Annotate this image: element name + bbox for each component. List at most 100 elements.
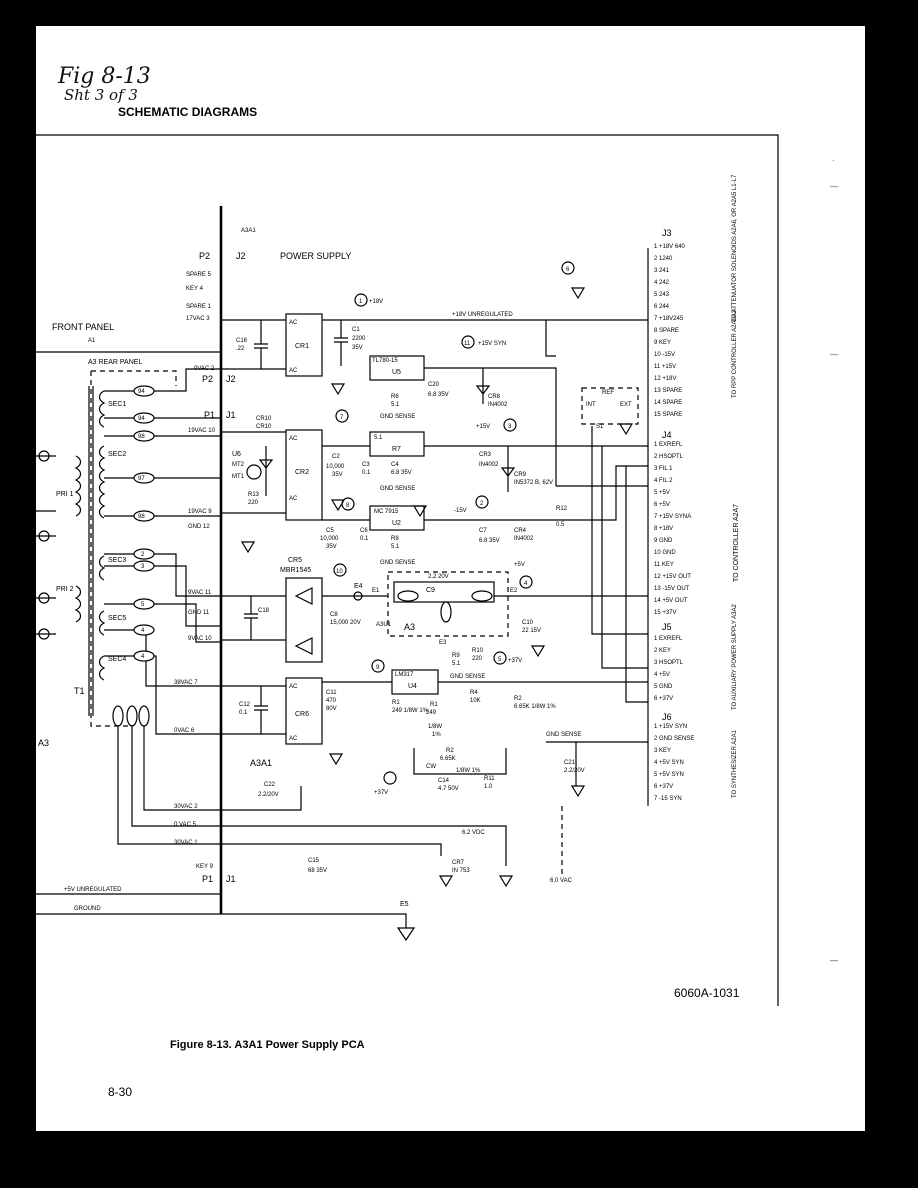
r12-ref: R12 <box>556 506 568 512</box>
cr5-ref: CR5 <box>288 557 302 564</box>
c1-value-b: 35V <box>352 345 363 351</box>
page-number: 8-30 <box>108 1085 133 1099</box>
cr3-value: IN5372 B, 62V <box>514 480 553 486</box>
e4-label: E4 <box>354 583 363 590</box>
ground-symbol <box>498 875 514 888</box>
mt1-label: MT1 <box>232 474 245 480</box>
j4-pin: 4 FIL 2 <box>654 478 673 484</box>
tp0 <box>383 771 397 785</box>
transformer-t1: SEC1 SEC2 SEC3 SEC5 SEC4 PRI 1 PRI 2 T1 <box>36 386 126 716</box>
pri1-label: PRI 1 <box>56 491 74 498</box>
j3-dest: TO ATTENUATOR SOLENOIDS A2A6, OR A2A5 L1… <box>732 174 738 322</box>
r3-value: 4.7 50V <box>438 786 459 792</box>
ground-symbols <box>240 287 634 888</box>
c1-cap <box>334 320 348 366</box>
j6-gnd-sense-label: GND SENSE <box>546 732 581 738</box>
u5-output-wire <box>424 320 557 486</box>
transformer-core <box>88 386 94 716</box>
figure-caption: Figure 8-13. A3A1 Power Supply PCA <box>170 1039 365 1051</box>
j4-pin: 1 EXREFL <box>654 442 683 448</box>
u5-gnd-sense: GND SENSE <box>380 414 415 420</box>
j6-pin: 2 GND SENSE <box>654 736 694 742</box>
u5-ref: U5 <box>392 369 401 376</box>
c3-ref: C3 <box>362 462 370 468</box>
c14-ref: R11 <box>484 776 495 782</box>
c15-value: IN 753 <box>452 868 470 874</box>
c12-value: 249 1/8W 1% <box>392 708 429 714</box>
schematic-diagram: A3A1 P2 J2 POWER SUPPLY SPARE 5 KEY 4 SP… <box>36 134 779 1006</box>
wire-number <box>133 412 155 424</box>
j3-pin: 11 +15V <box>654 364 676 370</box>
wire-number-text: 98 <box>138 514 145 520</box>
wire <box>117 706 221 845</box>
j2-label: J2 <box>236 251 246 261</box>
u2-regulator <box>369 505 425 531</box>
ground-symbol <box>330 383 346 396</box>
ac-pin: AC <box>289 368 298 374</box>
c6-value: 0.1 <box>360 536 369 542</box>
rear-panel-boundary <box>90 370 177 727</box>
cr2-bridge: AC AC CR2 <box>285 429 323 521</box>
a3-label: A3 <box>38 738 49 748</box>
r6-ref: R6 <box>391 394 399 400</box>
schematic-page: Fig 8-13 Sht 3 of 3 SCHEMATIC DIAGRAMS A… <box>36 26 865 1131</box>
c9-ref: A3U1 <box>376 622 392 628</box>
c2-ref: C2 <box>332 454 340 460</box>
c10-value: 22 15V <box>522 628 541 634</box>
j5-pin: 1 EXREFL <box>654 636 683 642</box>
c21-ref: C22 <box>264 782 276 788</box>
c15-ref: CR7 <box>452 860 465 866</box>
ac-pin: AC <box>289 684 298 690</box>
j5-dest: TO AUXILIARY POWER SUPPLY A3A2 <box>732 604 738 710</box>
wire-number-text: 94 <box>138 416 145 422</box>
c7-ref: C7 <box>479 528 487 534</box>
tp2 <box>475 495 489 509</box>
j4-pin: 9 GND <box>654 538 673 544</box>
u4-ref: U4 <box>408 683 417 690</box>
r8-value: 5.1 <box>391 544 400 550</box>
tp5-num: 5 <box>498 657 502 663</box>
p1-label: P1 <box>204 410 215 420</box>
wire-number <box>133 548 155 560</box>
ground-rail <box>36 913 407 928</box>
tp2-num: 2 <box>480 501 484 507</box>
r9-value: 5.1 <box>452 661 461 667</box>
vac6-label: 6.0 VAC <box>550 878 573 884</box>
wire-number-ovals: 94 94 98 97 98 2 3 5 4 4 <box>112 385 155 727</box>
c4-value: IN4002 <box>479 462 499 468</box>
c11-value-b: 80V <box>326 706 337 712</box>
wire <box>104 655 221 735</box>
front-panel-ref: A1 <box>88 338 96 344</box>
cr1-block <box>285 313 323 377</box>
ground-symbol <box>396 927 416 942</box>
input-caps: C16 .22 C18 C12 0.1 <box>236 320 270 734</box>
c19-ref: C12 <box>239 702 251 708</box>
c22-ref: C15 <box>308 858 320 864</box>
output-bus-links <box>556 426 648 703</box>
sec-label: SEC5 <box>108 615 126 622</box>
bottom-0vac-wire <box>221 843 442 856</box>
j4-pin: 13 -15V OUT <box>654 586 690 592</box>
c5-value-b: 35V <box>326 544 337 550</box>
schematic-title: POWER SUPPLY <box>280 251 351 261</box>
tp9 <box>371 659 385 673</box>
a3-module-box <box>387 571 509 637</box>
pri-terminal <box>38 450 50 462</box>
adjust-network <box>413 748 507 775</box>
tp6 <box>561 261 575 275</box>
j6-pin: 6 +37V <box>654 784 673 790</box>
j1-pin: 30VAC 2 <box>174 804 198 810</box>
r12-value: 0.5 <box>556 522 565 528</box>
cr10-ref: CR10 <box>256 424 272 430</box>
ref-switch-label: REF <box>602 390 614 396</box>
wire <box>131 706 221 827</box>
margin-mark: — <box>830 182 838 191</box>
cr2-block <box>285 429 323 521</box>
j6-pins: 1 +15V SYN 2 GND SENSE 3 KEY 4 +5V SYN 5… <box>654 724 694 802</box>
c6-ref: C6 <box>360 528 368 534</box>
cr5-rectifier: CR5 MBR1545 <box>280 557 323 663</box>
minus15-label: -15V <box>454 508 467 514</box>
ref-switch-int: INT <box>586 402 596 408</box>
u6-value: MT2 <box>232 462 245 468</box>
j2-pin: KEY 4 <box>186 286 204 292</box>
